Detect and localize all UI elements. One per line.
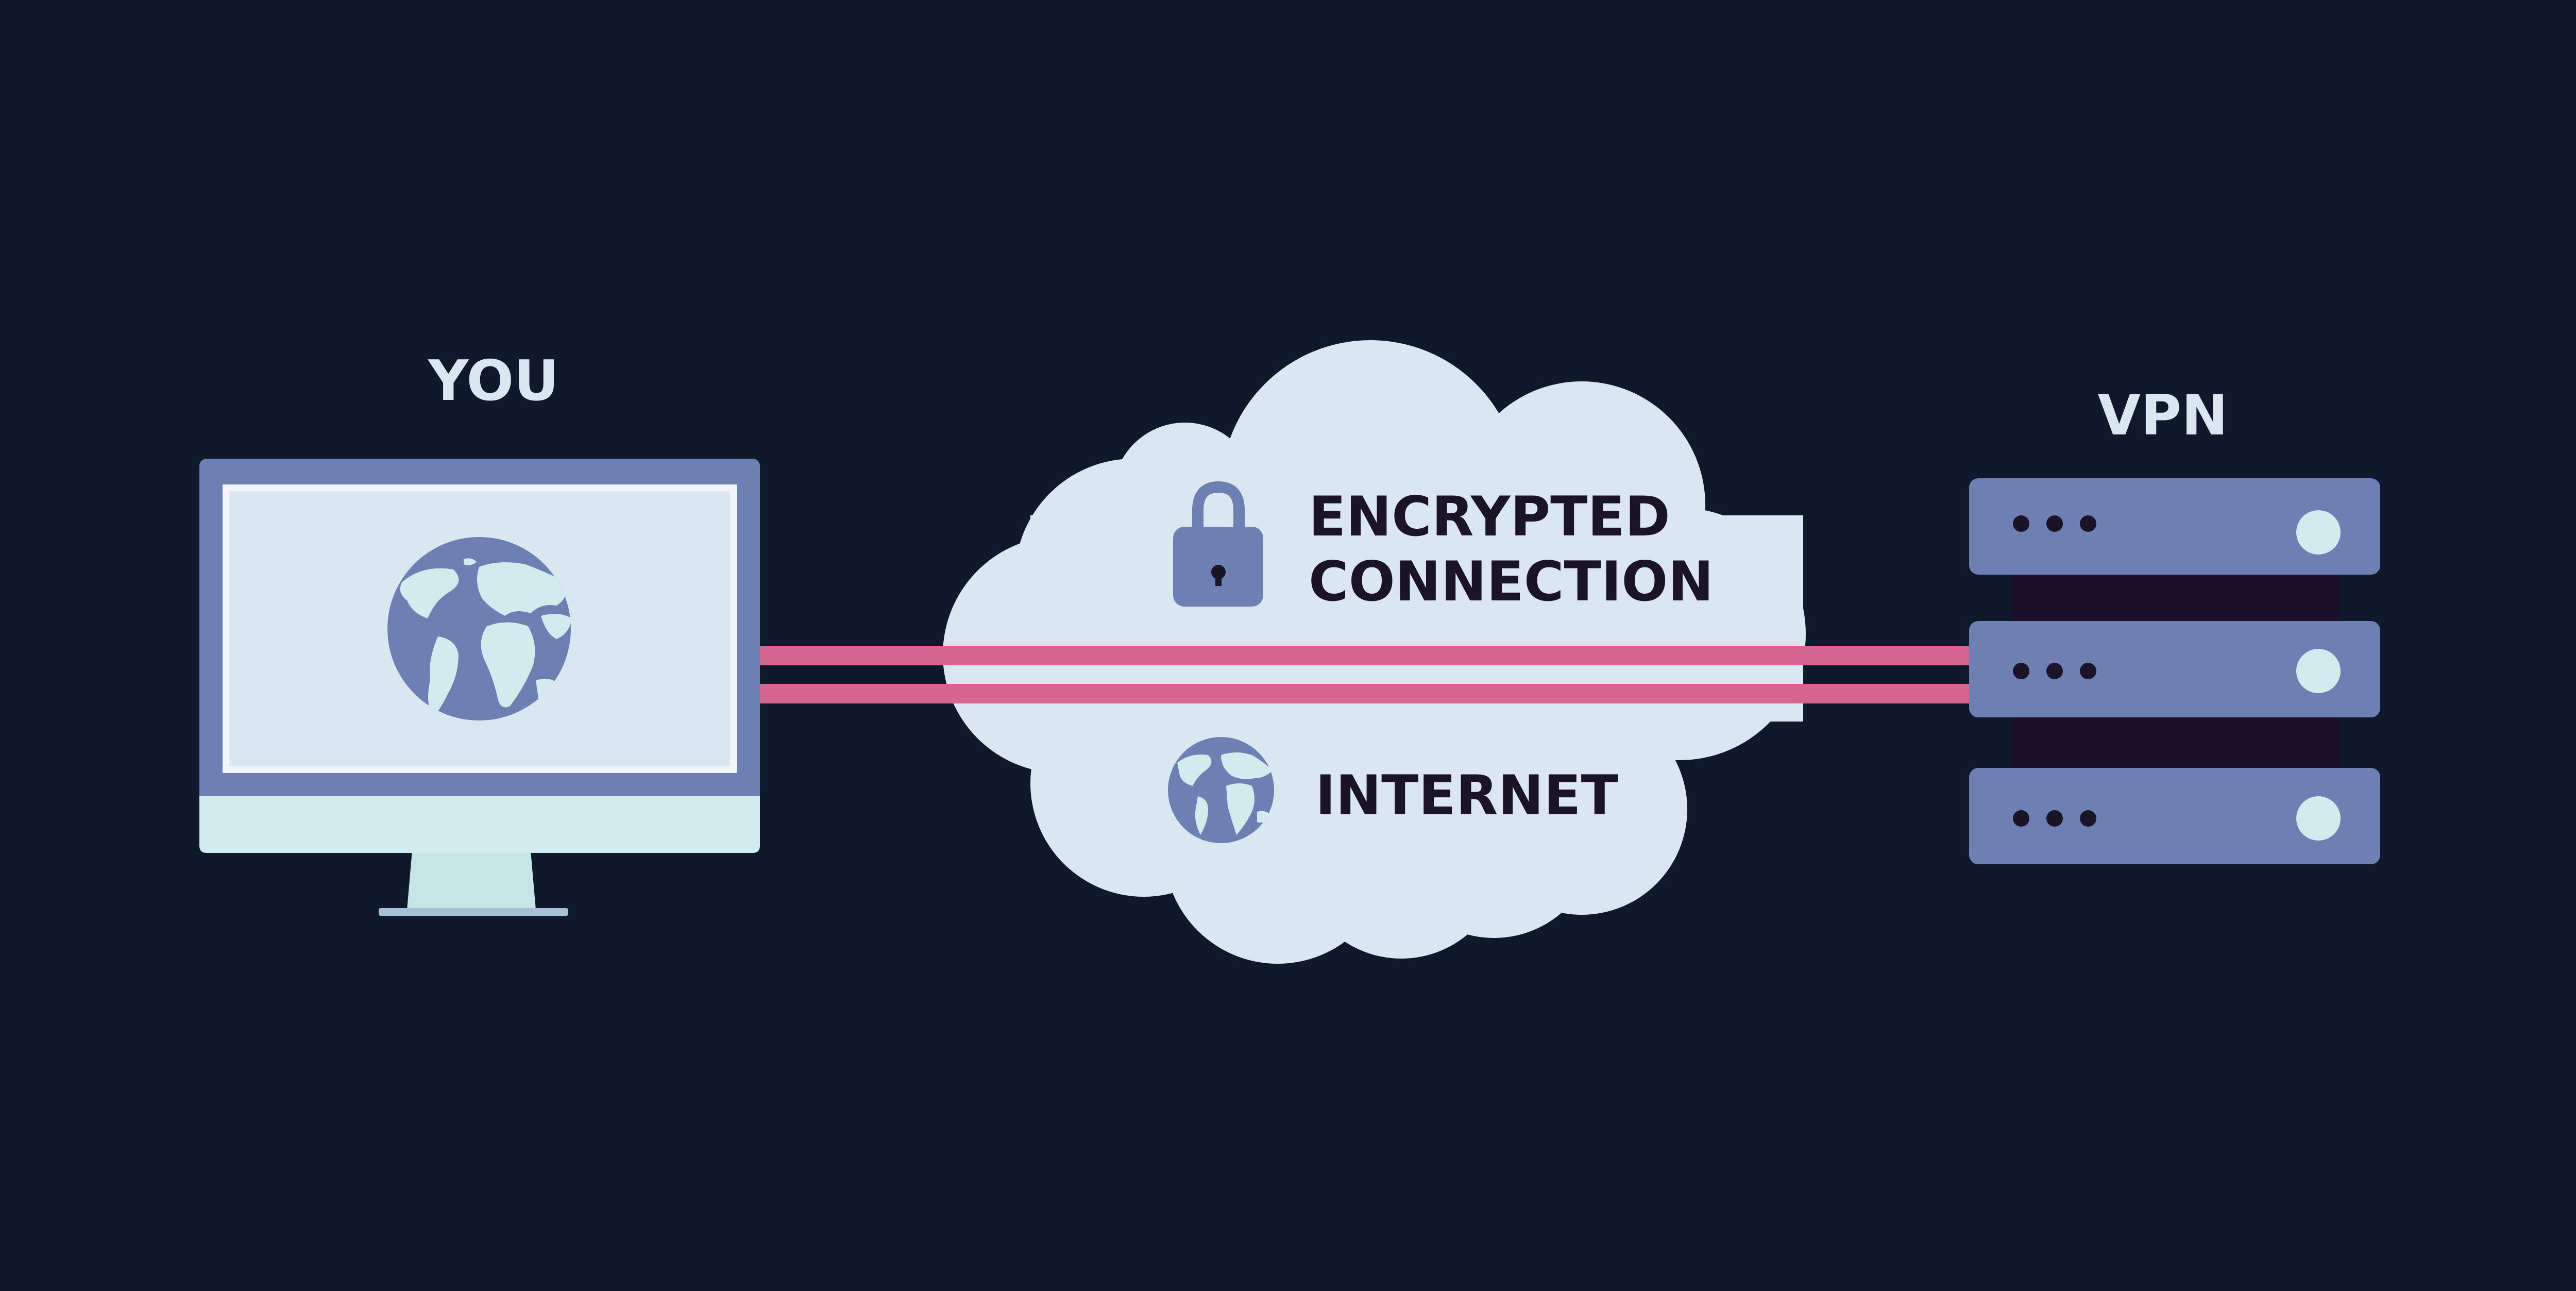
server-unit <box>1969 768 2380 864</box>
screen-globe-icon <box>387 537 571 720</box>
server-unit <box>1969 621 2380 717</box>
server-status-light <box>2296 510 2341 555</box>
you-label: YOU <box>427 349 559 413</box>
vpn-label: VPN <box>2097 383 2228 448</box>
internet-label: INTERNET <box>1315 764 1618 827</box>
cloud-icon <box>943 340 1806 964</box>
connection-label: CONNECTION <box>1309 550 1714 613</box>
encrypted-label: ENCRYPTED <box>1309 485 1670 548</box>
server-unit <box>1969 478 2380 575</box>
server-rack-icon <box>1969 478 2380 864</box>
monitor-base <box>379 908 568 916</box>
server-status-light <box>2296 649 2341 693</box>
internet-globe-icon <box>1168 737 1274 843</box>
tunnel-line-bottom <box>757 684 1973 703</box>
monitor-stand <box>407 850 536 910</box>
monitor-chin <box>199 796 760 853</box>
lock-icon <box>1173 481 1263 607</box>
server-status-light <box>2296 796 2341 841</box>
tunnel-line-top <box>757 646 1973 665</box>
